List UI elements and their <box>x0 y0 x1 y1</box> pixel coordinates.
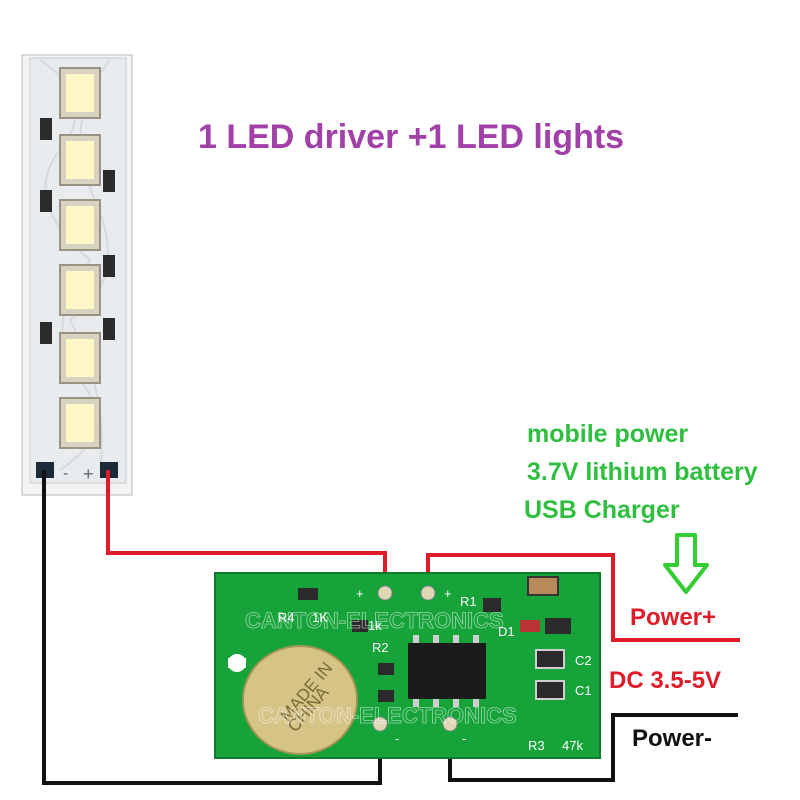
silk-minus: - <box>462 731 466 746</box>
silk-c1: C1 <box>575 683 592 698</box>
watermark-bottom: CANTON-ELECTRONICS <box>258 703 517 728</box>
led-strip: - + <box>21 54 133 496</box>
strip-plus-marker: + <box>83 464 94 484</box>
mobile-power-label: mobile power <box>527 420 689 448</box>
strip-minus-marker: - <box>63 465 68 482</box>
power-plus-label: Power+ <box>630 604 717 631</box>
silk-r2: R2 <box>372 640 389 655</box>
down-arrow-icon <box>663 533 709 594</box>
silk-plus-1: + <box>356 586 364 601</box>
red-wire-power <box>426 553 740 642</box>
watermark-top: CANTON-ELECTRONICS <box>245 608 504 633</box>
silk-r4-val: 1K <box>312 610 328 625</box>
led-chip-3 <box>59 199 101 251</box>
led-chip-1 <box>59 67 101 119</box>
led-chip-2 <box>59 134 101 186</box>
driver-pcb: MADE IN CHINA R4 1K 1k R1 R2 D1 C2 C1 R3… <box>214 572 601 759</box>
led-chip-4 <box>59 264 101 316</box>
led-chip-6 <box>59 397 101 449</box>
silk-r1-val: 1k <box>368 618 382 633</box>
power-minus-label: Power- <box>632 725 713 752</box>
led-chip-5 <box>59 332 101 384</box>
silk-minus-2: - <box>395 731 399 746</box>
coin-battery-icon <box>242 645 358 755</box>
silk-c2: C2 <box>575 653 592 668</box>
page-title: 1 LED driver +1 LED lights <box>198 118 625 156</box>
silk-r3: R3 <box>528 738 545 753</box>
usb-charger-label: USB Charger <box>524 496 680 524</box>
silk-plus-2: + <box>444 586 452 601</box>
ic-chip <box>408 643 486 699</box>
silk-r3-val: 47k <box>562 738 583 753</box>
silk-d1: D1 <box>498 624 515 639</box>
battery-label: 3.7V lithium battery <box>527 458 758 486</box>
strip-resistors <box>40 118 115 344</box>
silk-r1: R1 <box>460 594 477 609</box>
dc-range-label: DC 3.5-5V <box>609 667 722 694</box>
black-wire-power <box>448 713 738 782</box>
silk-r4: R4 <box>278 610 295 625</box>
